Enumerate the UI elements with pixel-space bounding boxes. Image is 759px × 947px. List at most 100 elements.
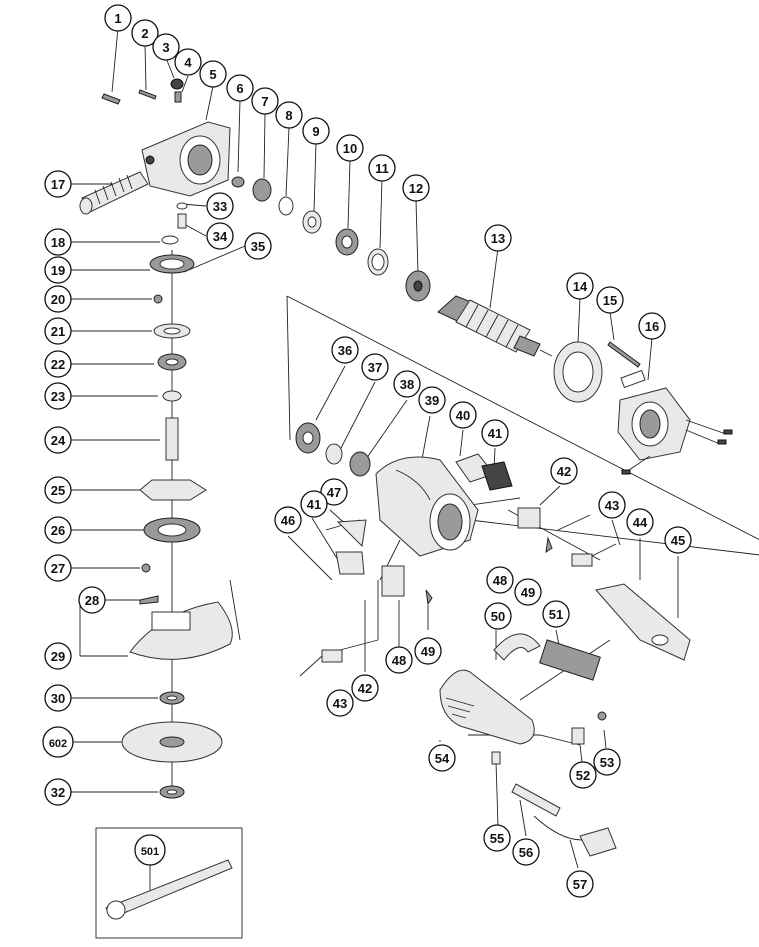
callout-number: 48	[493, 573, 507, 588]
callout-number: 57	[573, 877, 587, 892]
callout-5: 5	[199, 60, 227, 88]
callout-number: 7	[261, 94, 268, 109]
callout-circle	[44, 382, 72, 410]
callout-circle	[593, 748, 621, 776]
callout-53: 53	[593, 748, 621, 776]
callout-circle	[44, 317, 72, 345]
callout-circle	[414, 637, 442, 665]
callout-circle	[326, 689, 354, 717]
callout-circle	[368, 154, 396, 182]
callout-circle	[134, 834, 166, 866]
callout-number: 43	[333, 696, 347, 711]
callout-circle	[361, 353, 389, 381]
callout-circle	[566, 272, 594, 300]
callout-43b: 43	[326, 689, 354, 717]
callout-44: 44	[626, 508, 654, 536]
callout-501: 501	[134, 834, 166, 866]
callout-circle	[44, 426, 72, 454]
callout-circle	[44, 170, 72, 198]
callout-19: 19	[44, 256, 72, 284]
callout-51: 51	[542, 600, 570, 628]
callout-number: 33	[213, 199, 227, 214]
callout-32: 32	[44, 778, 72, 806]
callout-11: 11	[368, 154, 396, 182]
gear-housing	[141, 121, 231, 197]
callout-18: 18	[44, 228, 72, 256]
callout-circle	[569, 761, 597, 789]
callout-number: 23	[51, 389, 65, 404]
callout-number: 41	[488, 426, 502, 441]
callout-circle	[152, 33, 180, 61]
callout-41b: 41	[300, 490, 328, 518]
callout-number: 41	[307, 497, 321, 512]
callout-bubbles: 1234567891011121314151617181920212223242…	[42, 4, 692, 898]
callout-circle	[486, 566, 514, 594]
callout-15: 15	[596, 286, 624, 314]
callout-number: 52	[576, 768, 590, 783]
callout-number: 48	[392, 653, 406, 668]
callout-circle	[131, 19, 159, 47]
callout-number: 24	[51, 433, 66, 448]
callout-circle	[484, 224, 512, 252]
callout-number: 53	[600, 755, 614, 770]
callout-circle	[418, 386, 446, 414]
callout-circle	[44, 684, 72, 712]
callout-number: 14	[573, 279, 588, 294]
callout-number: 501	[141, 846, 159, 858]
callout-55: 55	[483, 824, 511, 852]
callout-number: 35	[251, 239, 265, 254]
callout-circle	[104, 4, 132, 32]
callout-42b: 42	[351, 674, 379, 702]
callout-number: 19	[51, 263, 65, 278]
callout-circle	[638, 312, 666, 340]
callout-circle	[44, 228, 72, 256]
callout-circle	[251, 87, 279, 115]
callout-43: 43	[598, 491, 626, 519]
callout-number: 11	[375, 161, 389, 176]
callout-circle	[44, 642, 72, 670]
callout-number: 12	[409, 181, 423, 196]
callout-number: 54	[435, 751, 450, 766]
callout-39: 39	[418, 386, 446, 414]
callout-number: 1	[114, 11, 121, 26]
callout-number: 55	[490, 831, 504, 846]
callout-37: 37	[361, 353, 389, 381]
wheel-guard	[129, 595, 233, 660]
callout-circle	[626, 508, 654, 536]
callout-number: 10	[343, 141, 357, 156]
callout-circle	[226, 74, 254, 102]
callout-circle	[199, 60, 227, 88]
callout-circle	[244, 232, 272, 260]
callout-9: 9	[302, 117, 330, 145]
callout-8: 8	[275, 101, 303, 129]
callout-number: 6	[236, 81, 243, 96]
callout-number: 51	[549, 607, 563, 622]
callout-27: 27	[44, 554, 72, 582]
callout-circle	[336, 134, 364, 162]
callout-number: 21	[51, 324, 65, 339]
callout-38: 38	[393, 370, 421, 398]
callout-7: 7	[251, 87, 279, 115]
callout-48: 48	[486, 566, 514, 594]
callout-circle	[44, 350, 72, 378]
callout-circle	[596, 286, 624, 314]
callout-circle	[44, 778, 72, 806]
callout-number: 46	[281, 513, 295, 528]
callout-number: 38	[400, 377, 414, 392]
callout-56: 56	[512, 838, 540, 866]
callout-6: 6	[226, 74, 254, 102]
callout-42: 42	[550, 457, 578, 485]
stator	[617, 387, 733, 475]
callout-number: 42	[358, 681, 372, 696]
callout-number: 20	[51, 292, 65, 307]
callout-circle	[44, 516, 72, 544]
callout-number: 8	[285, 108, 292, 123]
callout-circle	[331, 336, 359, 364]
callout-circle	[550, 457, 578, 485]
callout-number: 15	[603, 293, 617, 308]
callout-number: 32	[51, 785, 65, 800]
callout-number: 17	[51, 177, 65, 192]
callout-48b: 48	[385, 646, 413, 674]
callout-number: 49	[421, 644, 435, 659]
